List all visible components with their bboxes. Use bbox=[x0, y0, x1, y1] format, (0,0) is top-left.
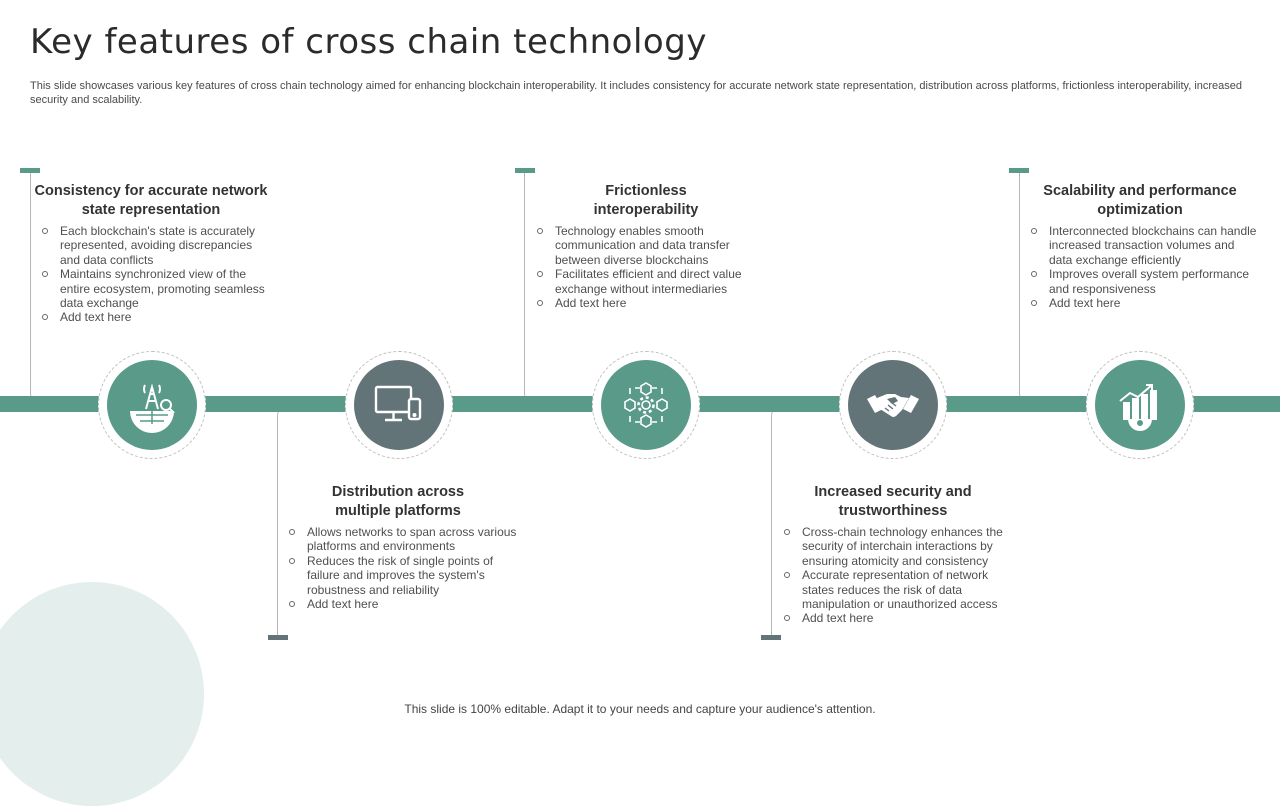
feature-title: Frictionless interoperability bbox=[593, 183, 699, 218]
growth-chart-gear-icon bbox=[1119, 384, 1157, 431]
feature-bullet: Facilitates efficient and direct value e… bbox=[526, 267, 766, 296]
feature-scalability: Scalability and performance optimization… bbox=[1020, 182, 1260, 310]
icon-disc-2 bbox=[354, 360, 444, 450]
connector-cap-5 bbox=[1009, 168, 1029, 173]
feature-bullet-list: Each blockchain's state is accurately re… bbox=[31, 224, 271, 325]
feature-bullet: Allows networks to span across various p… bbox=[278, 525, 518, 554]
icon-ring-3 bbox=[592, 351, 700, 459]
connector-cap-3 bbox=[515, 168, 535, 173]
feature-bullet: Reduces the risk of single points of fai… bbox=[278, 554, 518, 597]
feature-bullet-list: Allows networks to span across various p… bbox=[278, 525, 518, 611]
connector-cap-4 bbox=[761, 635, 781, 640]
icon-disc-5 bbox=[1095, 360, 1185, 450]
cube-network-icon bbox=[624, 382, 668, 428]
decorative-circle bbox=[0, 582, 204, 806]
feature-bullet: Add text here bbox=[31, 310, 271, 324]
feature-bullet: Interconnected blockchains can handle in… bbox=[1020, 224, 1260, 267]
globe-signal-icon bbox=[130, 383, 175, 433]
feature-bullet-list: Technology enables smooth communication … bbox=[526, 224, 766, 310]
feature-security: Increased security and trustworthiness C… bbox=[773, 483, 1013, 626]
monitor-phone-icon bbox=[374, 385, 422, 422]
feature-consistency: Consistency for accurate network state r… bbox=[31, 182, 271, 325]
connector-cap-2 bbox=[268, 635, 288, 640]
icon-ring-2 bbox=[345, 351, 453, 459]
feature-bullet: Add text here bbox=[1020, 296, 1260, 310]
feature-title: Scalability and performance optimization bbox=[1043, 183, 1237, 218]
page-title: Key features of cross chain technology bbox=[30, 22, 707, 62]
feature-bullet: Add text here bbox=[278, 597, 518, 611]
feature-bullet: Cross-chain technology enhances the secu… bbox=[773, 525, 1013, 568]
feature-bullet-list: Cross-chain technology enhances the secu… bbox=[773, 525, 1013, 626]
icon-disc-4 bbox=[848, 360, 938, 450]
feature-distribution: Distribution across multiple platforms A… bbox=[278, 483, 518, 611]
icon-disc-1 bbox=[107, 360, 197, 450]
icon-ring-4 bbox=[839, 351, 947, 459]
footer-note: This slide is 100% editable. Adapt it to… bbox=[404, 702, 876, 716]
feature-interoperability: Frictionless interoperability Technology… bbox=[526, 182, 766, 310]
feature-title: Increased security and trustworthiness bbox=[814, 484, 972, 519]
feature-bullet: Accurate representation of network state… bbox=[773, 568, 1013, 611]
feature-bullet: Add text here bbox=[773, 611, 1013, 625]
feature-bullet-list: Interconnected blockchains can handle in… bbox=[1020, 224, 1260, 310]
connector-cap-1 bbox=[20, 168, 40, 173]
feature-bullet: Each blockchain's state is accurately re… bbox=[31, 224, 271, 267]
icon-disc-3 bbox=[601, 360, 691, 450]
feature-title: Distribution across multiple platforms bbox=[331, 484, 465, 519]
page-subtitle: This slide showcases various key feature… bbox=[30, 80, 1243, 106]
icon-ring-5 bbox=[1086, 351, 1194, 459]
handshake-icon bbox=[867, 394, 919, 417]
feature-bullet: Maintains synchronized view of the entir… bbox=[31, 267, 271, 310]
feature-bullet: Technology enables smooth communication … bbox=[526, 224, 766, 267]
feature-bullet: Add text here bbox=[526, 296, 766, 310]
feature-bullet: Improves overall system performance and … bbox=[1020, 267, 1260, 296]
icon-ring-1 bbox=[98, 351, 206, 459]
feature-title: Consistency for accurate network state r… bbox=[34, 183, 268, 218]
